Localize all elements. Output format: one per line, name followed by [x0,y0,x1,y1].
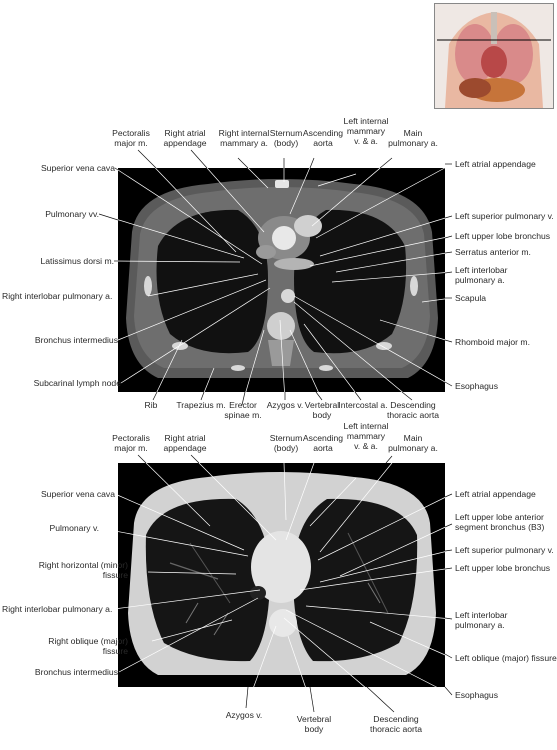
ct-mediastinal-window [118,168,445,392]
label-right-interlobar-pulmonary: Right interlobar pulmonary a. [2,291,113,301]
label-serratus-anterior: Serratus anterior m. [455,247,531,257]
orientation-thumbnail [434,3,554,109]
label-right-interlobar-pulmonary-2: Right interlobar pulmonary a. [2,604,113,614]
torso-illustration [435,4,553,108]
label-left-superior-pulmonary-v-2: Left superior pulmonary v. [455,545,554,555]
label-rhomboid-major: Rhomboid major m. [455,337,530,347]
label-left-oblique-fissure: Left oblique (major) fissure [455,653,557,663]
label-sternum: Sternum(body) [269,128,303,148]
label-left-upper-lobe-bronchus-2: Left upper lobe bronchus [455,563,551,573]
label-left-upper-lobe-bronchus: Left upper lobe bronchus [455,231,551,241]
label-left-atrial-appendage-2: Left atrial appendage [455,489,536,499]
label-left-superior-pulmonary-v: Left superior pulmonary v. [455,211,554,221]
label-trapezius: Trapezius m. [176,400,226,410]
label-rib: Rib [144,400,158,410]
label-bronchus-intermedius: Bronchus intermedius [34,335,118,345]
ct-lung-window [118,463,445,687]
label-left-atrial-appendage: Left atrial appendage [455,159,536,169]
label-pulmonary-vv: Pulmonary vv. [45,209,99,219]
label-azygos-v-2: Azygos v. [225,710,263,720]
label-superior-vena-cava-2: Superior vena cava [40,489,115,499]
label-scapula: Scapula [455,293,487,303]
label-pulmonary-v-2: Pulmonary v. [49,523,99,533]
label-bronchus-intermedius-2: Bronchus intermedius [34,667,118,677]
label-intercostal-a: Intercostal a. [338,400,388,410]
label-right-oblique-fissure: Right oblique (major)fissure [48,636,128,656]
label-right-horizontal-fissure: Right horizontal (minor)fissure [38,560,128,580]
label-latissimus-dorsi: Latissimus dorsi m. [40,256,114,266]
label-sternum-2: Sternum(body) [269,433,303,453]
label-superior-vena-cava: Superior vena cava [40,163,115,173]
label-esophagus-2: Esophagus [455,690,499,700]
label-subcarinal-lymph-node: Subcarinal lymph node [33,378,121,388]
label-azygos-v: Azygos v. [266,400,304,410]
label-esophagus: Esophagus [455,381,499,391]
